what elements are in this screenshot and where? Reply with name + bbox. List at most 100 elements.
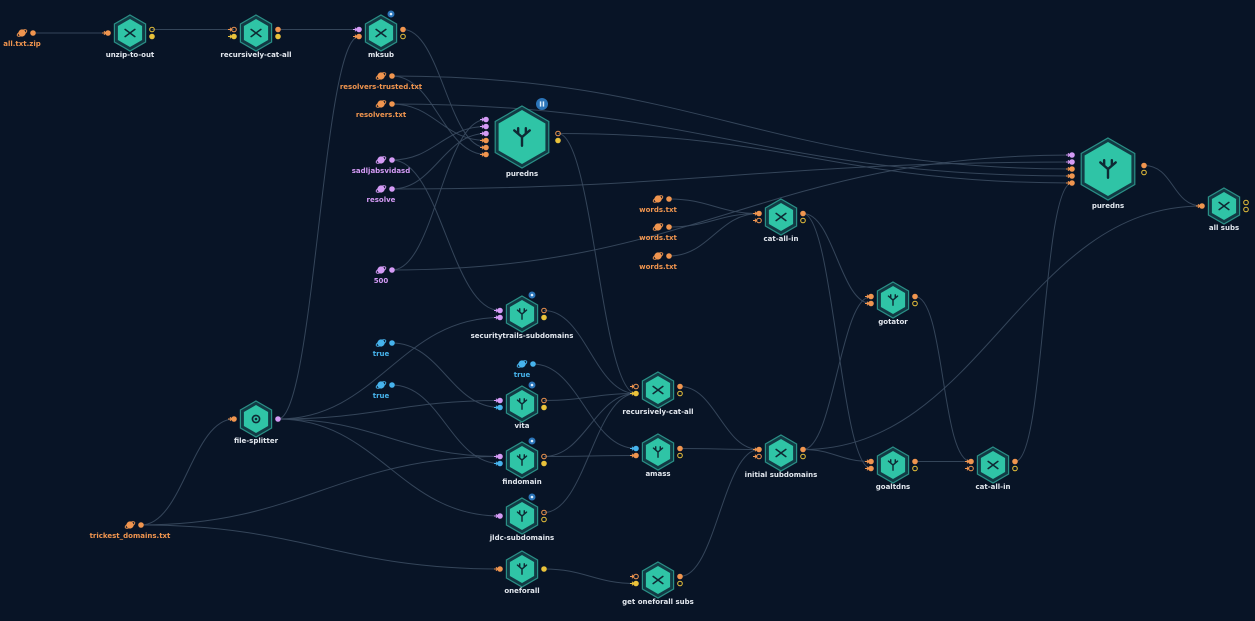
port-handle[interactable] — [497, 314, 503, 321]
node-rcat2[interactable]: recursively-cat-all — [622, 371, 694, 416]
port-handle[interactable] — [868, 300, 874, 307]
port-handle[interactable] — [1069, 166, 1075, 172]
port-handle[interactable] — [541, 307, 547, 314]
port-handle[interactable] — [138, 522, 144, 528]
node-findomain[interactable]: findomain — [494, 437, 547, 487]
port-handle[interactable] — [1243, 206, 1249, 213]
port-handle[interactable] — [497, 453, 503, 460]
port-handle[interactable] — [231, 26, 237, 33]
port-handle[interactable] — [275, 26, 281, 33]
port-handle[interactable] — [497, 513, 503, 519]
port-handle[interactable] — [1012, 458, 1018, 465]
port-handle[interactable] — [400, 33, 406, 40]
port-handle[interactable] — [633, 445, 639, 452]
port-handle[interactable] — [389, 186, 395, 192]
port-handle[interactable] — [483, 130, 489, 137]
port-handle[interactable] — [389, 101, 395, 107]
port-handle[interactable] — [389, 157, 395, 163]
port-handle[interactable] — [30, 30, 36, 36]
port-handle[interactable] — [497, 566, 503, 572]
port-handle[interactable] — [666, 224, 672, 230]
node-500[interactable]: 500 — [374, 265, 395, 285]
port-handle[interactable] — [541, 566, 547, 572]
node-words3[interactable]: words.txt — [639, 251, 678, 271]
node-allsubs[interactable]: all subs — [1196, 187, 1249, 232]
node-true3[interactable]: true — [514, 359, 536, 379]
port-handle[interactable] — [633, 580, 639, 587]
port-handle[interactable] — [275, 416, 281, 422]
port-handle[interactable] — [389, 267, 395, 273]
port-handle[interactable] — [1069, 152, 1075, 158]
port-handle[interactable] — [800, 453, 806, 460]
port-handle[interactable] — [666, 253, 672, 259]
port-handle[interactable] — [1141, 162, 1147, 169]
node-alltxt[interactable]: all.txt.zip — [3, 28, 41, 48]
port-handle[interactable] — [868, 465, 874, 472]
node-sadl[interactable]: sadljabsvidasd — [352, 155, 410, 175]
port-handle[interactable] — [541, 314, 547, 321]
port-handle[interactable] — [677, 445, 683, 452]
port-handle[interactable] — [541, 460, 547, 467]
port-handle[interactable] — [541, 404, 547, 411]
port-handle[interactable] — [356, 26, 362, 33]
port-handle[interactable] — [389, 73, 395, 79]
port-handle[interactable] — [677, 452, 683, 459]
node-jldc[interactable]: jldc-subdomains — [489, 493, 554, 543]
node-sectrails[interactable]: securitytrails-subdomains — [471, 291, 574, 341]
port-handle[interactable] — [800, 217, 806, 224]
port-handle[interactable] — [1243, 199, 1249, 206]
port-handle[interactable] — [677, 573, 683, 580]
port-handle[interactable] — [633, 390, 639, 397]
port-handle[interactable] — [756, 217, 762, 224]
port-handle[interactable] — [389, 382, 395, 388]
port-handle[interactable] — [497, 460, 503, 467]
port-handle[interactable] — [541, 516, 547, 523]
port-handle[interactable] — [800, 210, 806, 217]
node-getofa[interactable]: get oneforall subs — [622, 561, 694, 606]
node-words1[interactable]: words.txt — [639, 194, 678, 214]
port-handle[interactable] — [483, 151, 489, 158]
port-handle[interactable] — [912, 458, 918, 465]
port-handle[interactable] — [800, 446, 806, 453]
port-handle[interactable] — [400, 26, 406, 33]
port-handle[interactable] — [497, 404, 503, 411]
node-resolve[interactable]: resolve — [367, 184, 396, 204]
port-handle[interactable] — [555, 130, 561, 137]
port-handle[interactable] — [497, 307, 503, 314]
port-handle[interactable] — [868, 293, 874, 300]
node-oneforall[interactable]: oneforall — [494, 550, 547, 595]
port-handle[interactable] — [483, 137, 489, 144]
node-resolvers[interactable]: resolvers.txt — [356, 99, 407, 119]
port-handle[interactable] — [483, 116, 489, 123]
node-puredns1[interactable]: puredns — [480, 98, 561, 178]
port-handle[interactable] — [677, 390, 683, 397]
node-words2[interactable]: words.txt — [639, 222, 678, 242]
node-rcat1[interactable]: recursively-cat-all — [220, 14, 292, 59]
port-handle[interactable] — [231, 416, 237, 422]
port-handle[interactable] — [912, 465, 918, 472]
port-handle[interactable] — [633, 452, 639, 459]
port-handle[interactable] — [541, 453, 547, 460]
port-handle[interactable] — [555, 137, 561, 144]
port-handle[interactable] — [756, 453, 762, 460]
port-handle[interactable] — [666, 196, 672, 202]
node-catall2[interactable]: cat-all-in — [965, 446, 1018, 491]
node-puredns2[interactable]: puredns — [1066, 137, 1147, 210]
node-restrusted[interactable]: resolvers-trusted.txt — [340, 71, 423, 91]
port-handle[interactable] — [756, 210, 762, 217]
node-initsubs[interactable]: initial subdomains — [745, 434, 818, 479]
port-handle[interactable] — [633, 573, 639, 580]
port-handle[interactable] — [275, 33, 281, 40]
node-true2[interactable]: true — [373, 380, 395, 400]
port-handle[interactable] — [1141, 169, 1147, 176]
port-handle[interactable] — [231, 33, 237, 40]
port-handle[interactable] — [968, 465, 974, 472]
node-goaltdns[interactable]: goaltdns — [865, 446, 918, 491]
node-filesplit[interactable]: file-splitter — [228, 400, 281, 445]
node-mksub[interactable]: mksub — [353, 10, 406, 60]
port-handle[interactable] — [105, 30, 111, 36]
port-handle[interactable] — [1069, 159, 1075, 165]
node-gotator[interactable]: gotator — [865, 281, 918, 326]
port-handle[interactable] — [912, 300, 918, 307]
